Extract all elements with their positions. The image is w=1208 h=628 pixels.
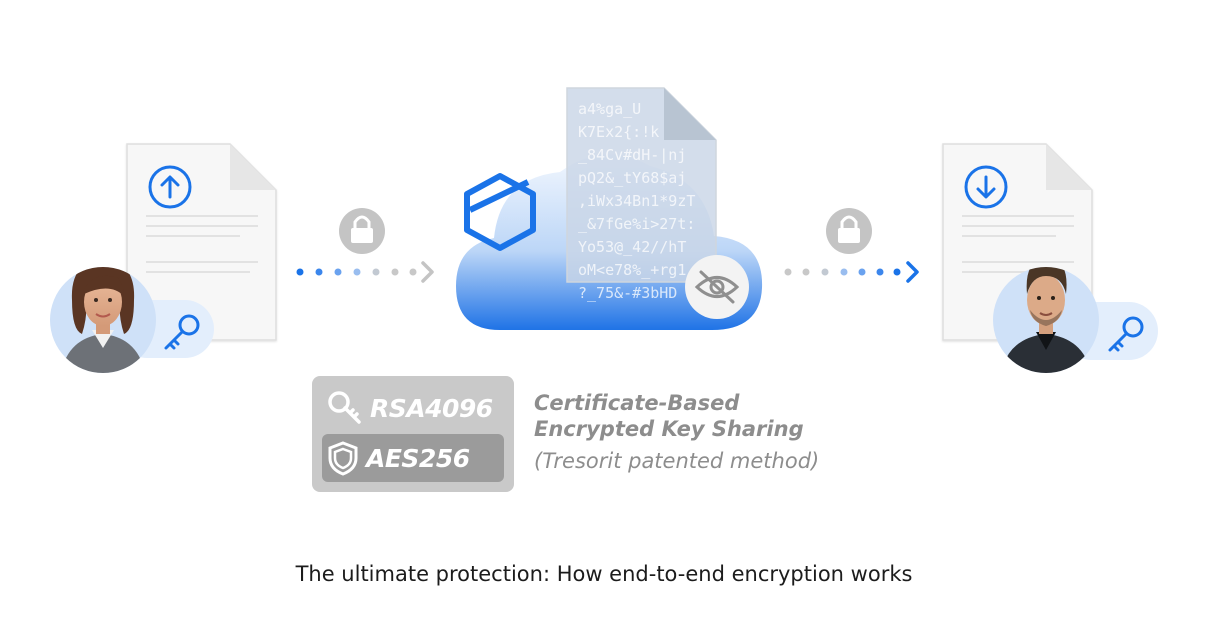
method-line-1: Certificate-Based bbox=[534, 391, 740, 415]
aes-row: AES256 bbox=[322, 434, 504, 482]
rsa-label: RSA4096 bbox=[370, 393, 493, 423]
aes-label: AES256 bbox=[366, 443, 470, 473]
shield-icon bbox=[328, 441, 358, 476]
key-icon bbox=[328, 391, 361, 424]
hexagon-logo-icon bbox=[464, 173, 536, 251]
method-line-2: Encrypted Key Sharing bbox=[534, 417, 804, 441]
encryption-badge: RSA4096 AES256 bbox=[312, 376, 514, 492]
cipher-text: a4%ga_U K7Ex2{:!k _84Cv#dH-|nj pQ2&_tY68… bbox=[578, 100, 696, 302]
page-caption: The ultimate protection: How end-to-end … bbox=[295, 562, 913, 586]
sender-avatar bbox=[50, 267, 156, 373]
encrypted-document bbox=[566, 87, 717, 283]
method-description: Certificate-Based Encrypted Key Sharing … bbox=[534, 390, 864, 476]
rsa-row: RSA4096 bbox=[322, 384, 504, 432]
method-line-3: (Tresorit patented method) bbox=[534, 449, 820, 473]
key-icon bbox=[164, 314, 200, 350]
transfer-dots-right bbox=[784, 261, 919, 283]
padlock-icon bbox=[826, 208, 872, 254]
download-arrow-icon bbox=[964, 165, 1008, 209]
key-icon bbox=[1108, 316, 1144, 352]
transfer-dots-left bbox=[296, 261, 434, 283]
upload-arrow-icon bbox=[148, 165, 192, 209]
eye-slash-icon bbox=[685, 255, 749, 319]
upload-document bbox=[126, 143, 277, 341]
padlock-icon bbox=[339, 208, 385, 254]
recipient-avatar bbox=[993, 267, 1099, 373]
